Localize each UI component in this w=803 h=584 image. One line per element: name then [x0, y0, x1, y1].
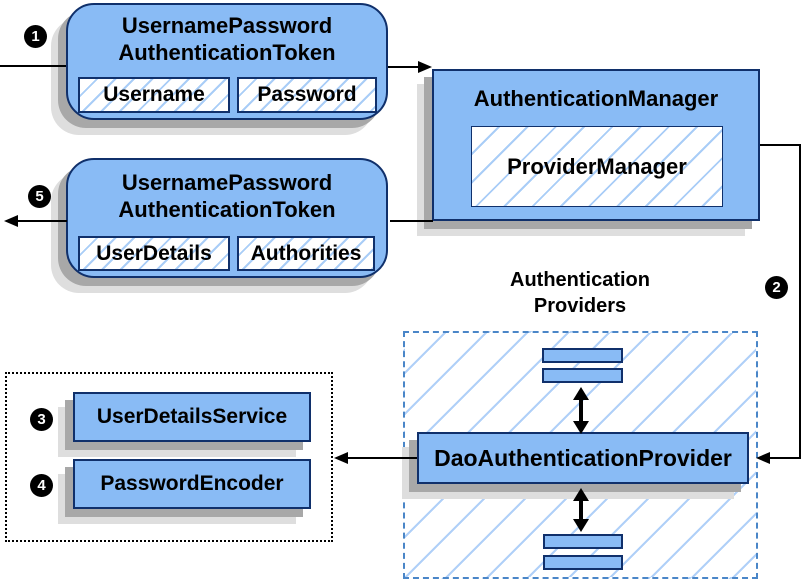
arrow-manager-to-provider-head: [756, 452, 770, 464]
step-5-marker: 5: [28, 185, 51, 208]
auth-response-token-title-line2: AuthenticationToken: [118, 197, 336, 222]
step-1-marker: 1: [24, 25, 47, 48]
username-field: Username: [78, 77, 230, 113]
userdetails-field: UserDetails: [78, 236, 230, 271]
auth-request-token-title-line2: AuthenticationToken: [118, 40, 336, 65]
services-group-box: [5, 372, 333, 542]
step-4-marker: 4: [30, 474, 53, 497]
auth-request-token-title-line1: UsernamePassword: [121, 13, 333, 38]
arrow-request-to-manager-head: [418, 61, 432, 73]
provider-slot-bar-top-1: [542, 348, 623, 363]
password-field: Password: [237, 77, 377, 113]
authentication-providers-label-line2: Providers: [533, 295, 627, 317]
user-details-service-box: UserDetailsService: [73, 392, 311, 442]
provider-slot-bar-bottom-2: [543, 555, 623, 570]
authentication-providers-label-line1: Authentication: [510, 269, 650, 291]
authentication-providers-label: Authentication Providers: [455, 267, 705, 319]
provider-slot-bar-top-2: [542, 368, 623, 383]
connector-manager-to-provider: [760, 144, 801, 459]
authentication-manager-box: AuthenticationManager ProviderManager: [432, 69, 760, 221]
authorities-field: Authorities: [237, 236, 375, 271]
auth-response-token-title: UsernamePassword AuthenticationToken: [68, 169, 386, 223]
auth-response-token-box: UsernamePassword AuthenticationToken Use…: [66, 158, 388, 278]
authentication-manager-title: AuthenticationManager: [473, 86, 719, 111]
auth-request-token-title: UsernamePassword AuthenticationToken: [68, 12, 386, 66]
provider-slot-bar-bottom-1: [543, 534, 623, 549]
step-2-marker: 2: [765, 276, 788, 299]
auth-response-token-title-line1: UsernamePassword: [121, 170, 333, 195]
step-3-marker: 3: [30, 408, 53, 431]
auth-request-token-box: UsernamePassword AuthenticationToken Use…: [66, 3, 388, 120]
arrow-provider-to-services-head: [334, 452, 348, 464]
dao-authentication-provider-box: DaoAuthenticationProvider: [417, 432, 749, 484]
arrow-response-out-head: [4, 215, 18, 227]
password-encoder-box: PasswordEncoder: [73, 459, 311, 509]
provider-manager-box: ProviderManager: [471, 126, 723, 207]
